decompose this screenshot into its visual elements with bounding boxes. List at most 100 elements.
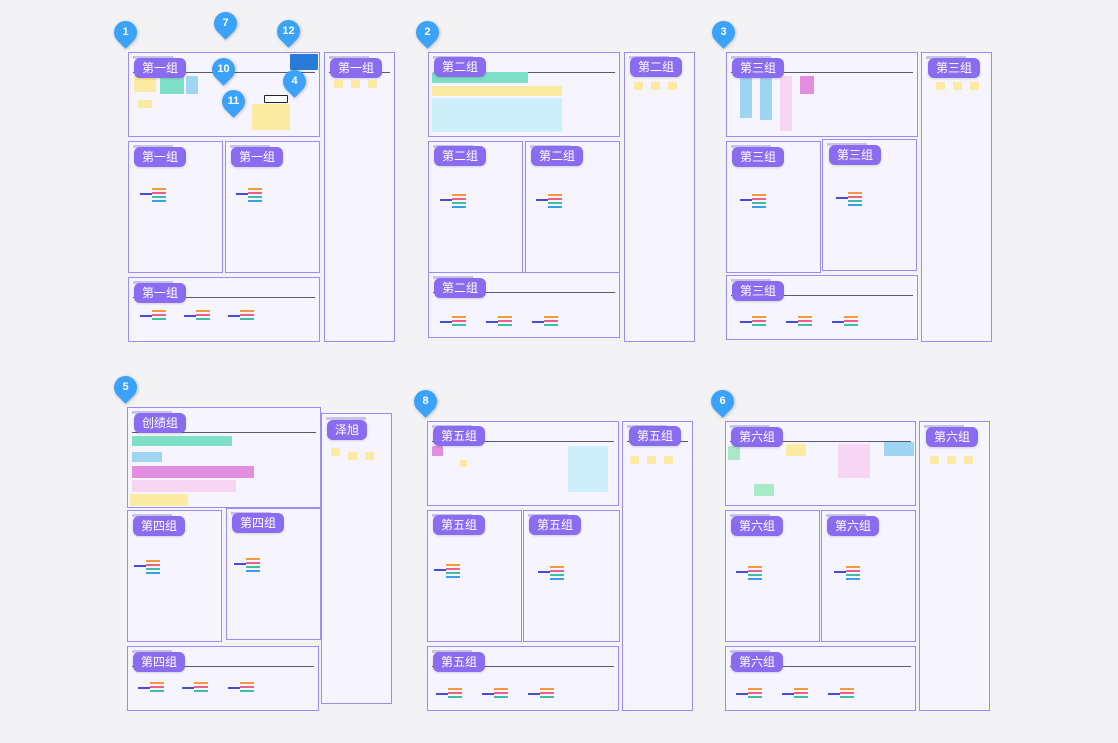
group-tag[interactable]: 第四组 xyxy=(232,513,285,533)
mind-map[interactable] xyxy=(184,308,212,324)
mind-map[interactable] xyxy=(736,564,764,580)
group-tag[interactable]: 第二组 xyxy=(434,146,487,166)
sticky-note[interactable] xyxy=(132,452,162,462)
sticky-note[interactable] xyxy=(728,446,740,460)
mind-map[interactable] xyxy=(434,562,462,578)
location-pin[interactable]: 7 xyxy=(209,7,242,40)
group-tag[interactable]: 第一组 xyxy=(231,147,284,167)
mind-map[interactable] xyxy=(786,314,814,330)
mind-map[interactable] xyxy=(740,192,768,208)
sticky-note[interactable] xyxy=(970,82,979,90)
mind-map[interactable] xyxy=(532,314,560,330)
group-tag[interactable]: 第二组 xyxy=(434,278,487,298)
sticky-note[interactable] xyxy=(160,76,184,94)
sticky-note[interactable] xyxy=(348,452,357,460)
board-frame-g1-right[interactable] xyxy=(324,52,395,342)
sticky-note[interactable] xyxy=(964,456,973,464)
sticky-note[interactable] xyxy=(740,78,752,118)
location-pin[interactable]: 12 xyxy=(272,15,305,48)
mind-map[interactable] xyxy=(440,314,468,330)
board-frame-g5-right[interactable] xyxy=(622,421,693,711)
group-tag[interactable]: 第三组 xyxy=(928,58,981,78)
group-tag[interactable]: 第三组 xyxy=(732,281,785,301)
mind-map[interactable] xyxy=(538,564,566,580)
sticky-note[interactable] xyxy=(936,82,945,90)
group-tag[interactable]: 第二组 xyxy=(630,57,683,77)
sticky-note[interactable] xyxy=(186,76,198,94)
sticky-note[interactable] xyxy=(331,448,340,456)
sticky-note[interactable] xyxy=(432,72,528,83)
mind-map[interactable] xyxy=(832,314,860,330)
mind-map[interactable] xyxy=(182,680,210,696)
group-tag[interactable]: 第三组 xyxy=(829,145,882,165)
sticky-note[interactable] xyxy=(838,444,870,478)
group-tag[interactable]: 第六组 xyxy=(731,652,784,672)
group-tag[interactable]: 泽旭 xyxy=(327,420,368,440)
mind-map[interactable] xyxy=(228,308,256,324)
group-tag[interactable]: 第一组 xyxy=(330,58,383,78)
sticky-note[interactable] xyxy=(134,76,156,92)
mind-map[interactable] xyxy=(440,192,468,208)
sticky-note[interactable] xyxy=(365,452,374,460)
mind-map[interactable] xyxy=(782,686,810,702)
location-pin[interactable]: 1 xyxy=(109,16,142,49)
sticky-note[interactable] xyxy=(953,82,962,90)
mind-map[interactable] xyxy=(138,680,166,696)
group-tag[interactable]: 第四组 xyxy=(133,516,186,536)
mind-map[interactable] xyxy=(234,556,262,572)
sticky-note[interactable] xyxy=(754,484,774,496)
sticky-note[interactable] xyxy=(930,456,939,464)
location-pin[interactable]: 5 xyxy=(109,371,142,404)
sticky-note[interactable] xyxy=(432,98,562,132)
group-tag[interactable]: 第三组 xyxy=(732,58,785,78)
group-tag[interactable]: 第一组 xyxy=(134,58,187,78)
sticky-note[interactable] xyxy=(647,456,656,464)
sticky-note[interactable] xyxy=(252,104,290,130)
location-pin[interactable]: 10 xyxy=(207,53,240,86)
mind-map[interactable] xyxy=(436,686,464,702)
location-pin[interactable]: 8 xyxy=(409,385,442,418)
image-thumbnail[interactable] xyxy=(290,54,318,70)
board-frame-g3-right[interactable] xyxy=(921,52,992,342)
sticky-note[interactable] xyxy=(368,80,377,88)
group-tag[interactable]: 第六组 xyxy=(731,516,784,536)
mind-map[interactable] xyxy=(228,680,256,696)
mind-map[interactable] xyxy=(740,314,768,330)
location-pin[interactable]: 4 xyxy=(278,65,311,98)
sticky-note[interactable] xyxy=(947,456,956,464)
group-tag[interactable]: 第一组 xyxy=(134,147,187,167)
group-tag[interactable]: 第二组 xyxy=(434,57,487,77)
group-tag[interactable]: 创绩组 xyxy=(134,413,187,433)
location-pin[interactable]: 11 xyxy=(217,85,250,118)
location-pin[interactable]: 6 xyxy=(706,385,739,418)
sticky-note[interactable] xyxy=(786,444,806,456)
sticky-note[interactable] xyxy=(568,446,608,492)
sticky-note[interactable] xyxy=(432,86,562,96)
mind-map[interactable] xyxy=(140,186,168,202)
mind-map[interactable] xyxy=(486,314,514,330)
sticky-note[interactable] xyxy=(884,442,914,456)
sticky-note[interactable] xyxy=(668,82,677,90)
sticky-note[interactable] xyxy=(780,76,792,131)
group-tag[interactable]: 第五组 xyxy=(629,426,682,446)
mind-map[interactable] xyxy=(482,686,510,702)
group-tag[interactable]: 第五组 xyxy=(433,515,486,535)
board-frame-g6-right[interactable] xyxy=(919,421,990,711)
mind-map[interactable] xyxy=(836,190,864,206)
sticky-note[interactable] xyxy=(132,466,254,478)
sticky-note[interactable] xyxy=(432,446,443,456)
group-tag[interactable]: 第五组 xyxy=(433,652,486,672)
board-frame-g2-right[interactable] xyxy=(624,52,695,342)
group-tag[interactable]: 第六组 xyxy=(827,516,880,536)
mind-map[interactable] xyxy=(828,686,856,702)
sticky-note[interactable] xyxy=(132,436,232,446)
mind-map[interactable] xyxy=(528,686,556,702)
sticky-note[interactable] xyxy=(651,82,660,90)
group-tag[interactable]: 第一组 xyxy=(134,283,187,303)
sticky-note[interactable] xyxy=(334,80,343,88)
mind-map[interactable] xyxy=(236,186,264,202)
sticky-note[interactable] xyxy=(664,456,673,464)
mind-map[interactable] xyxy=(536,192,564,208)
group-tag[interactable]: 第二组 xyxy=(531,146,584,166)
location-pin[interactable]: 2 xyxy=(411,16,444,49)
